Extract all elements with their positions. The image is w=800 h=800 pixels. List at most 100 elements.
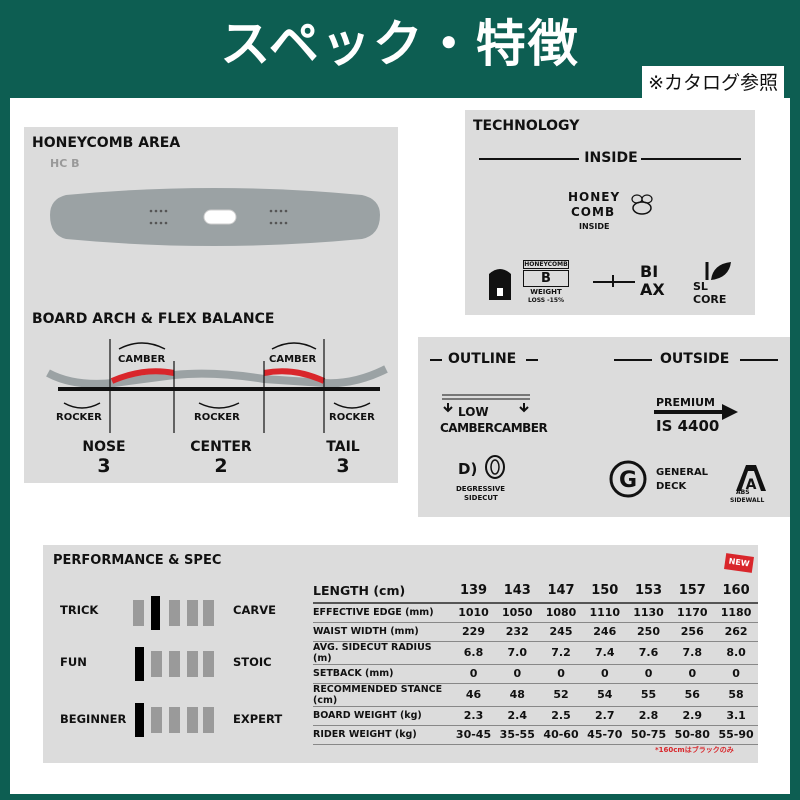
general-line2: DECK [656, 481, 687, 492]
insert-dots-left [149, 209, 168, 225]
row-value: 1170 [670, 603, 715, 623]
row-value: 256 [670, 622, 715, 642]
row-value: 1050 [495, 603, 540, 623]
row-value: 7.0 [495, 641, 540, 665]
row-value: 0 [495, 664, 540, 684]
camber-red-left [110, 368, 175, 384]
technology-title: TECHNOLOGY [473, 118, 580, 134]
slider-beginner-expert [133, 703, 215, 737]
row-value: 0 [626, 664, 671, 684]
outline-title: OUTLINE [448, 351, 517, 367]
is4400-label: IS 4400 [656, 417, 720, 435]
zone-center-value: 2 [214, 455, 228, 477]
sidecut-icon [485, 455, 505, 479]
zone-nose-name: NOSE [82, 439, 126, 455]
row-value: 7.6 [626, 641, 671, 665]
row-value: 54 [582, 683, 627, 707]
outline-panel: OUTLINE OUTSIDE LOW CAMBERCAMBER PREMIUM… [418, 337, 790, 517]
general-deck-icon: G [609, 460, 647, 498]
abs-line2: SIDEWALL [730, 497, 765, 504]
new-badge: NEW [724, 553, 754, 573]
performance-panel: PERFORMANCE & SPEC NEW TRICK CARVE FUN S… [43, 545, 758, 763]
row-value: 2.9 [670, 706, 715, 726]
row-value: 229 [451, 622, 496, 642]
honeycomb-logo-line3: INSIDE [579, 222, 610, 231]
honeycomb-b-badge: HONEYCOMB B WEIGHT LOSS -15% [523, 260, 569, 304]
slider-fun-stoic [133, 647, 215, 681]
length-col: 150 [582, 579, 627, 604]
honeycomb-panel: HONEYCOMB AREA HC B BOARD ARCH & FLEX BA… [24, 127, 398, 483]
inside-label: INSIDE [584, 150, 638, 166]
slider-trick-carve [133, 596, 215, 630]
honeycomb-title: HONEYCOMB AREA [32, 135, 181, 151]
row-value: 6.8 [451, 641, 496, 665]
arrow-icon [654, 404, 738, 420]
row-value: 1130 [626, 603, 671, 623]
length-col: 143 [495, 579, 540, 604]
slcore-line2: CORE [693, 293, 727, 306]
row-value: 2.7 [582, 706, 627, 726]
row-label: EFFECTIVE EDGE (mm) [313, 603, 452, 623]
row-value: 1110 [582, 603, 627, 623]
degressive-line1: DEGRESSIVE [456, 485, 506, 493]
row-value: 2.4 [495, 706, 540, 726]
abs-sidewall-icon: A [736, 465, 766, 493]
zone-tail-value: 3 [336, 455, 350, 477]
spec-table: LENGTH (cm) 139 143 147 150 153 157 160 … [313, 579, 758, 745]
length-col: 160 [714, 579, 758, 604]
row-label: WAIST WIDTH (mm) [313, 622, 452, 642]
camber-red-right [263, 368, 326, 384]
leaf-icon [705, 262, 731, 280]
row-value: 245 [539, 622, 583, 642]
row-value: 2.5 [539, 706, 583, 726]
biax-line2: AX [640, 280, 665, 299]
row-value: 40-60 [539, 725, 583, 745]
length-col: 153 [626, 579, 671, 604]
row-value: 35-55 [495, 725, 540, 745]
slider-right-expert: EXPERT [233, 712, 283, 726]
rocker-label-nose: ROCKER [56, 412, 102, 423]
row-value: 7.8 [670, 641, 715, 665]
degressive-d-icon: D) [458, 460, 478, 478]
row-value: 46 [451, 683, 496, 707]
length-col: 157 [670, 579, 715, 604]
row-value: 0 [539, 664, 583, 684]
row-value: 0 [714, 664, 758, 684]
row-value: 56 [670, 683, 715, 707]
row-value: 58 [714, 683, 758, 707]
zone-center-name: CENTER [190, 439, 252, 455]
row-value: 8.0 [714, 641, 758, 665]
insert-dots-right [269, 209, 288, 225]
slider-left-trick: TRICK [60, 603, 99, 617]
row-value: 50-80 [670, 725, 715, 745]
row-label: BOARD WEIGHT (kg) [313, 706, 452, 726]
row-value: 250 [626, 622, 671, 642]
row-value: 0 [582, 664, 627, 684]
row-value: 50-75 [626, 725, 671, 745]
row-value: 262 [714, 622, 758, 642]
row-value: 2.3 [451, 706, 496, 726]
core-profile-icon [489, 269, 511, 300]
slider-right-stoic: STOIC [233, 655, 272, 669]
row-value: 1180 [714, 603, 758, 623]
svg-text:A: A [746, 477, 757, 493]
spec-header-row: LENGTH (cm) 139 143 147 150 153 157 160 [313, 579, 758, 604]
footnote: *160cmはブラックのみ [655, 746, 734, 754]
row-value: 30-45 [451, 725, 496, 745]
row-value: 232 [495, 622, 540, 642]
row-value: 1010 [451, 603, 496, 623]
biax-cross-icon [593, 275, 635, 287]
svg-text:G: G [619, 468, 637, 493]
row-value: 3.1 [714, 706, 758, 726]
row-value: 52 [539, 683, 583, 707]
camber-outline-icon [442, 394, 530, 413]
honeycomb-patch [203, 209, 237, 225]
row-value: 55 [626, 683, 671, 707]
camber-label-left: CAMBER [118, 354, 166, 365]
performance-title: PERFORMANCE & SPEC [53, 553, 222, 568]
slcore-line1: SL [693, 280, 708, 293]
row-label: RIDER WEIGHT (kg) [313, 725, 452, 745]
slider-right-carve: CARVE [233, 603, 276, 617]
